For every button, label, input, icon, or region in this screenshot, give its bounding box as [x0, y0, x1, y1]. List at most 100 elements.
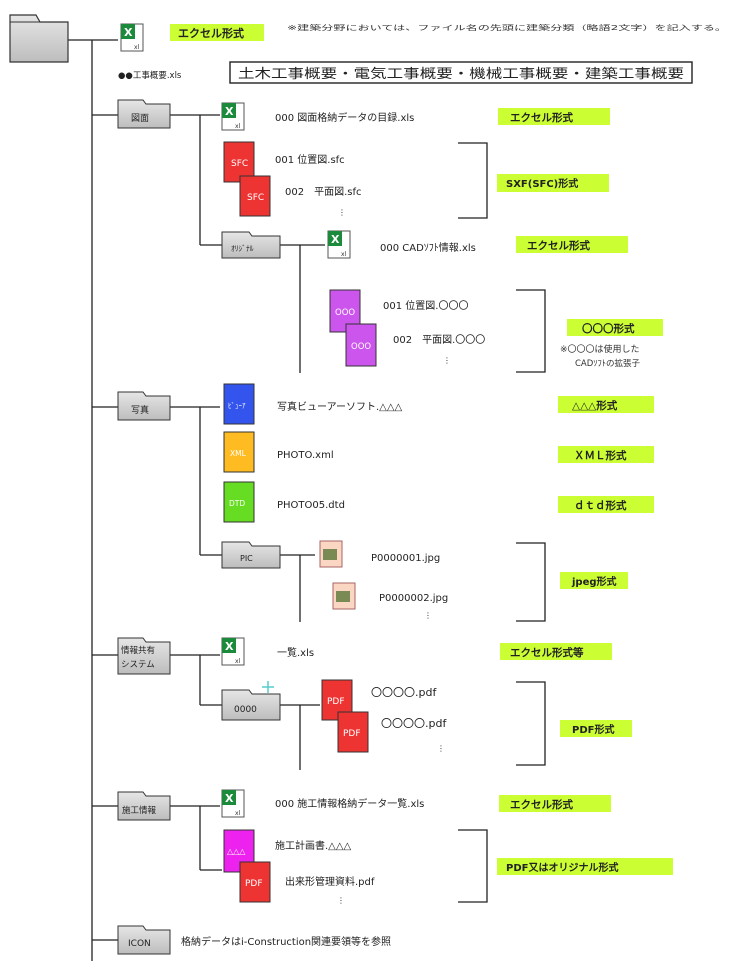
folder-original[interactable]: ｵﾘｼﾞﾅﾙ	[221, 231, 281, 259]
svg-text:X: X	[225, 105, 234, 118]
folder-joho-label-1: 情報共有	[121, 645, 155, 656]
pdf-file-icon[interactable]: PDF	[321, 679, 353, 721]
jpg-file-1: P0000001.jpg	[371, 553, 440, 564]
ellipsis: ⋮	[443, 356, 451, 365]
format-tag-text: エクセル形式	[510, 798, 573, 811]
format-tag-excel	[500, 643, 612, 660]
tree-connectors	[68, 39, 546, 961]
xls-file-icon[interactable]: X xl	[221, 637, 245, 666]
folder-shashin-label: 写真	[131, 404, 149, 416]
svg-text:xl: xl	[341, 251, 347, 258]
dtd-file-icon[interactable]: DTD	[223, 481, 255, 523]
svg-text:△△△: △△△	[227, 847, 246, 856]
svg-text:xl: xl	[134, 44, 140, 51]
viewer-file-icon[interactable]: ﾋﾞｭｰｱ	[223, 383, 255, 425]
pdf-file-icon[interactable]: PDF	[239, 861, 271, 903]
format-tag-excel	[516, 236, 628, 253]
svg-text:X: X	[331, 233, 340, 246]
xml-file: PHOTO.xml	[277, 450, 334, 461]
svg-text:xl: xl	[235, 810, 241, 817]
svg-text:SFC: SFC	[231, 159, 248, 169]
format-tag-text: △△△形式	[572, 399, 618, 412]
format-tag-text: jpeg形式	[571, 575, 617, 588]
svg-text:PDF: PDF	[327, 697, 345, 707]
folder-0000-label: 0000	[234, 705, 257, 715]
format-tag-pdf	[560, 720, 632, 737]
jpg-file-2: P0000002.jpg	[379, 593, 448, 604]
format-tag-text: エクセル形式	[510, 111, 573, 124]
folder-icon-dir[interactable]: ICON	[117, 925, 171, 955]
original-note-1: ※〇〇〇は使用した	[560, 343, 640, 355]
format-tag-text: エクセル形式等	[510, 646, 584, 659]
xls-file-icon[interactable]: X xl	[221, 102, 245, 131]
svg-text:X: X	[225, 640, 234, 653]
jpg-file-icon[interactable]	[332, 582, 356, 610]
root-folder-icon[interactable]	[9, 14, 69, 63]
format-tag-excel	[498, 108, 610, 125]
folder-original-label: ｵﾘｼﾞﾅﾙ	[231, 244, 254, 253]
folder-zumen[interactable]: 図面	[117, 99, 171, 129]
svg-text:XML: XML	[230, 449, 247, 458]
folder-0000[interactable]: 0000	[221, 681, 281, 721]
seko-plan-file: 施工計画書.△△△	[275, 839, 352, 852]
svg-text:SFC: SFC	[247, 193, 264, 203]
folder-joho[interactable]: 情報共有 システム	[117, 637, 171, 675]
svg-text:X: X	[124, 26, 133, 39]
ellipsis: ⋮	[337, 896, 345, 905]
folder-seko[interactable]: 施工情報	[117, 791, 171, 821]
pdf-file-icon[interactable]: PDF	[337, 711, 369, 753]
folder-pic[interactable]: PIC	[221, 541, 281, 569]
format-tag-text: ＸＭＬ形式	[574, 449, 627, 462]
folder-pic-label: PIC	[240, 554, 253, 563]
svg-text:OOO: OOO	[335, 308, 355, 318]
format-tag-text: PDF又はオリジナル形式	[506, 861, 618, 874]
format-tag-text: ｄｔｄ形式	[574, 499, 627, 512]
sfc-file-icon[interactable]: SFC	[239, 175, 271, 217]
sfc-file-1: 001 位置図.sfc	[275, 153, 345, 166]
kogai-box	[229, 61, 693, 84]
svg-text:xl: xl	[235, 658, 241, 665]
svg-text:DTD: DTD	[229, 499, 245, 508]
zumen-index-file: 000 図面格納データの目録.xls	[275, 111, 414, 124]
format-tag-excel	[170, 24, 264, 41]
ellipsis: ⋮	[424, 611, 432, 620]
svg-text:PDF: PDF	[343, 729, 361, 739]
format-tag-text: SXF(SFC)形式	[506, 177, 578, 190]
cad-file-icon[interactable]: OOO	[345, 323, 377, 367]
viewer-file: 写真ビューアーソフト.△△△	[277, 400, 403, 413]
format-tag-text: 〇〇〇形式	[582, 322, 635, 335]
cad-file-2: 002 平面図.〇〇〇	[393, 334, 485, 346]
seko-pdf-file: 出来形管理資料.pdf	[285, 875, 375, 888]
svg-text:OOO: OOO	[351, 342, 371, 352]
ellipsis: ⋮	[338, 208, 346, 217]
format-tag-original	[567, 319, 663, 336]
ellipsis: ⋮	[437, 744, 445, 753]
cad-info-file: 000 CADｿﾌﾄ情報.xls	[380, 241, 476, 254]
sfc-file-icon[interactable]: SFC	[223, 141, 255, 183]
kogai-file-label: ●●工事概要.xls	[118, 70, 182, 81]
format-tag-dtd	[558, 496, 654, 513]
format-tag-viewer	[558, 396, 654, 413]
folder-seko-label: 施工情報	[122, 805, 157, 816]
xml-file-icon[interactable]: XML	[223, 431, 255, 473]
format-tag-excel	[499, 795, 611, 812]
seko-list-file: 000 施工情報格納データ一覧.xls	[275, 797, 424, 810]
folder-shashin[interactable]: 写真	[117, 391, 171, 421]
xls-file-icon[interactable]: X xl	[327, 230, 351, 259]
format-tag-sfc	[497, 174, 609, 192]
svg-text:ﾋﾞｭｰｱ: ﾋﾞｭｰｱ	[228, 402, 246, 410]
xls-file-icon[interactable]: X xl	[120, 23, 144, 52]
dtd-file: PHOTO05.dtd	[277, 500, 345, 511]
folder-joho-label-2: システム	[121, 660, 155, 670]
format-tag-text: エクセル形式	[527, 239, 590, 252]
pdf-file-2: 〇〇〇〇.pdf	[381, 717, 447, 730]
jpg-file-icon[interactable]	[319, 540, 343, 568]
cad-file-1: 001 位置図.〇〇〇	[383, 299, 468, 312]
svg-text:xl: xl	[235, 123, 241, 130]
xls-file-icon[interactable]: X xl	[221, 789, 245, 818]
joho-list-file: 一覧.xls	[277, 647, 314, 659]
sfc-file-2: 002 平面図.sfc	[285, 186, 362, 198]
pdf-file-1: 〇〇〇〇.pdf	[371, 686, 437, 699]
kogai-box-text: 土木工事概要・電気工事概要・機械工事概要・建築工事概要	[238, 66, 684, 82]
